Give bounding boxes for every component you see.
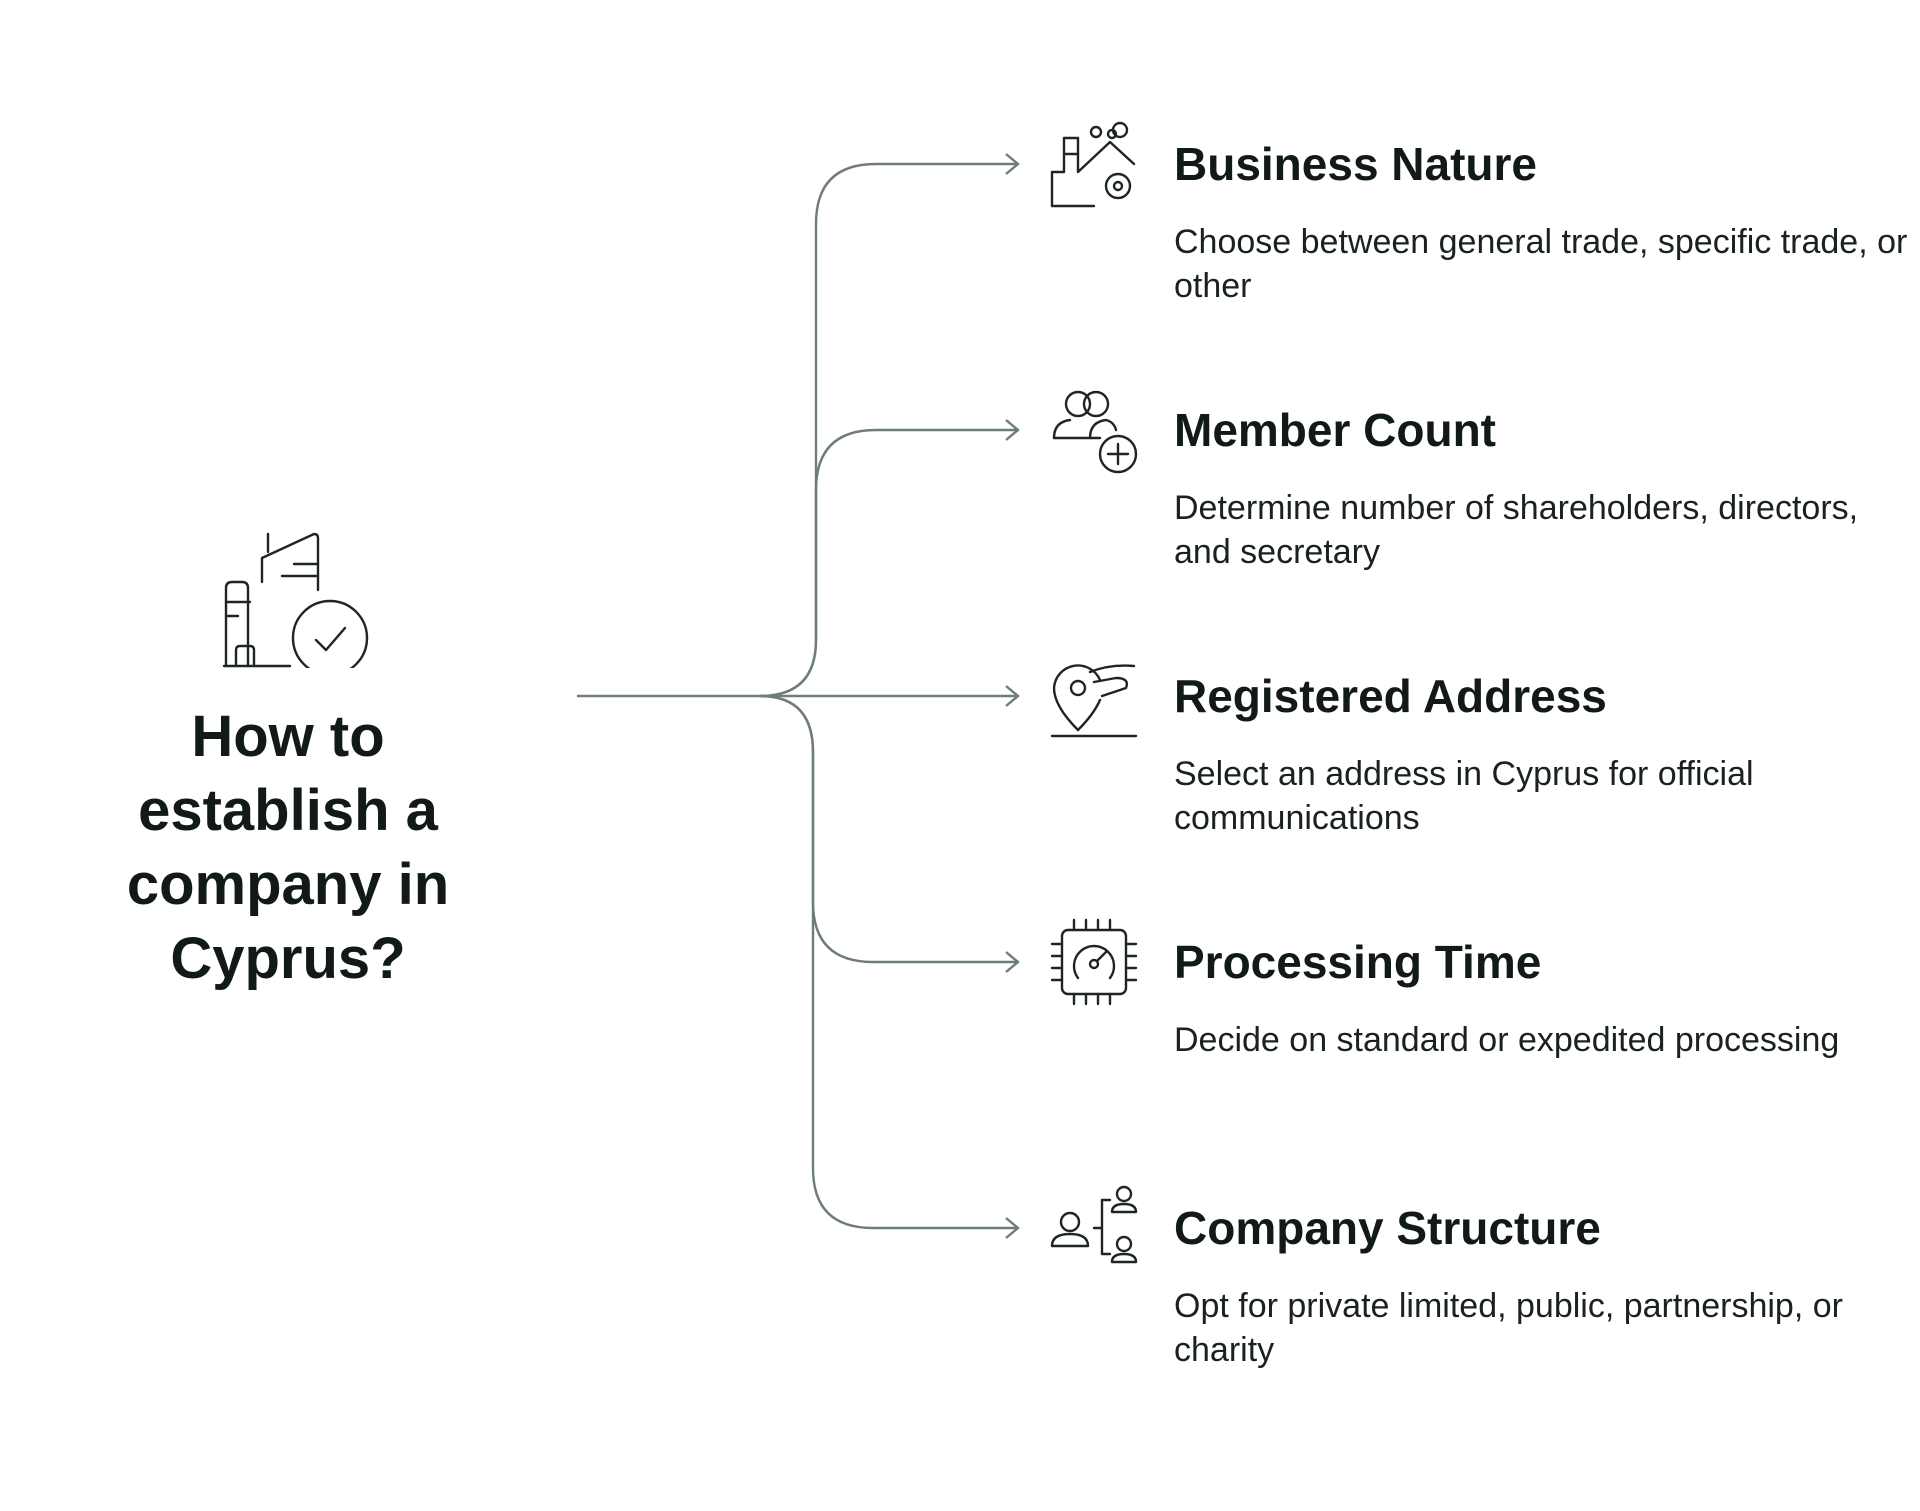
item-heading: Business Nature (1174, 138, 1538, 190)
building-check-icon (222, 532, 369, 668)
org-structure-icon (1050, 1185, 1138, 1264)
connector-branch-5 (759, 694, 1018, 1230)
location-pin-hand-icon (1050, 664, 1138, 738)
users-add-icon (1052, 390, 1138, 474)
item-heading: Company Structure (1174, 1202, 1601, 1254)
item-heading: Processing Time (1174, 936, 1542, 988)
page-title: How to establish a company in Cyprus? (126, 704, 450, 991)
item-description: Opt for private limited, public, partner… (1174, 1287, 1843, 1369)
item-description: Select an address in Cyprus for official… (1174, 755, 1754, 837)
item-description: Choose between general trade, specific t… (1174, 223, 1908, 305)
chip-gauge-icon (1050, 918, 1138, 1006)
connector-branch-4 (759, 694, 1018, 964)
arrowheads (1005, 153, 1020, 1239)
item-heading: Member Count (1174, 404, 1496, 456)
item-description: Decide on standard or expedited processi… (1174, 1021, 1840, 1059)
factory-gear-icon (1050, 121, 1136, 208)
item-description: Determine number of shareholders, direct… (1174, 489, 1859, 571)
item-heading: Registered Address (1174, 670, 1607, 722)
connector-branch-2 (759, 428, 1018, 698)
